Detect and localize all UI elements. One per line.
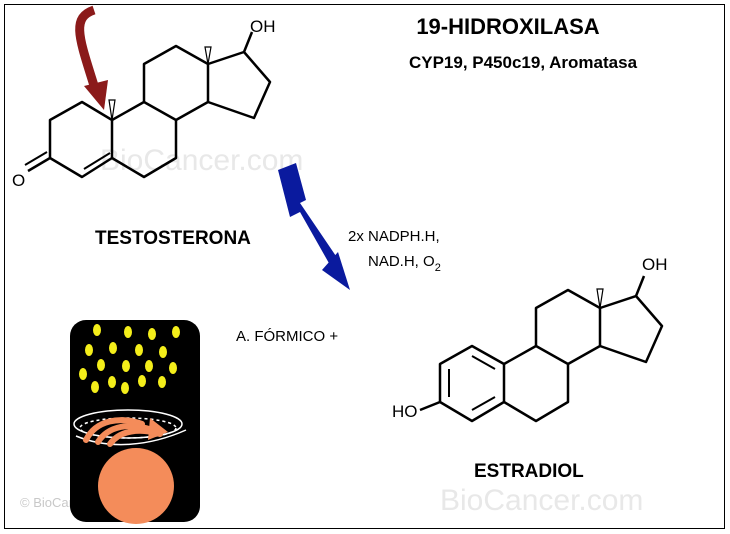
orange-swirl-arrowhead [148, 418, 168, 440]
orange-nucleus [98, 448, 174, 524]
estradiol-oh-label: OH [642, 255, 668, 274]
testosterone-methyl-19 [108, 99, 116, 121]
testosterone-oh-label: OH [250, 17, 276, 36]
enzyme-synonyms: CYP19, P450c19, Aromatasa [409, 53, 638, 72]
testosterone-o-label: O [12, 171, 25, 190]
cofactors-line-1: 2x NADPH.H, [348, 228, 440, 245]
substrate-name: TESTOSTERONA [95, 228, 251, 249]
product-name: ESTRADIOL [474, 461, 584, 482]
red-arrow [75, 5, 108, 110]
testosterone-methyl-18 [204, 46, 212, 65]
enzyme-title: 19-HIDROXILASA [416, 14, 599, 39]
watermark-text-bottom: BioCancer.com [440, 484, 643, 517]
cofactors-line-2: NAD.H, O2 [368, 253, 441, 274]
cofactors-line-2-main: NAD.H, O [368, 253, 435, 270]
blue-arrow [278, 163, 350, 290]
watermark-text-top: BioCancer.com [100, 144, 303, 177]
yellow-dots [79, 324, 180, 394]
byproduct-label: A. FÓRMICO + [236, 328, 338, 345]
enzyme-illustration-panel [70, 320, 200, 524]
testosterone-structure [24, 31, 272, 179]
estradiol-ho-label: HO [392, 402, 418, 421]
estradiol-methyl-18 [596, 288, 604, 309]
cofactors-o2-subscript: 2 [435, 262, 441, 274]
estradiol-structure [419, 275, 664, 423]
